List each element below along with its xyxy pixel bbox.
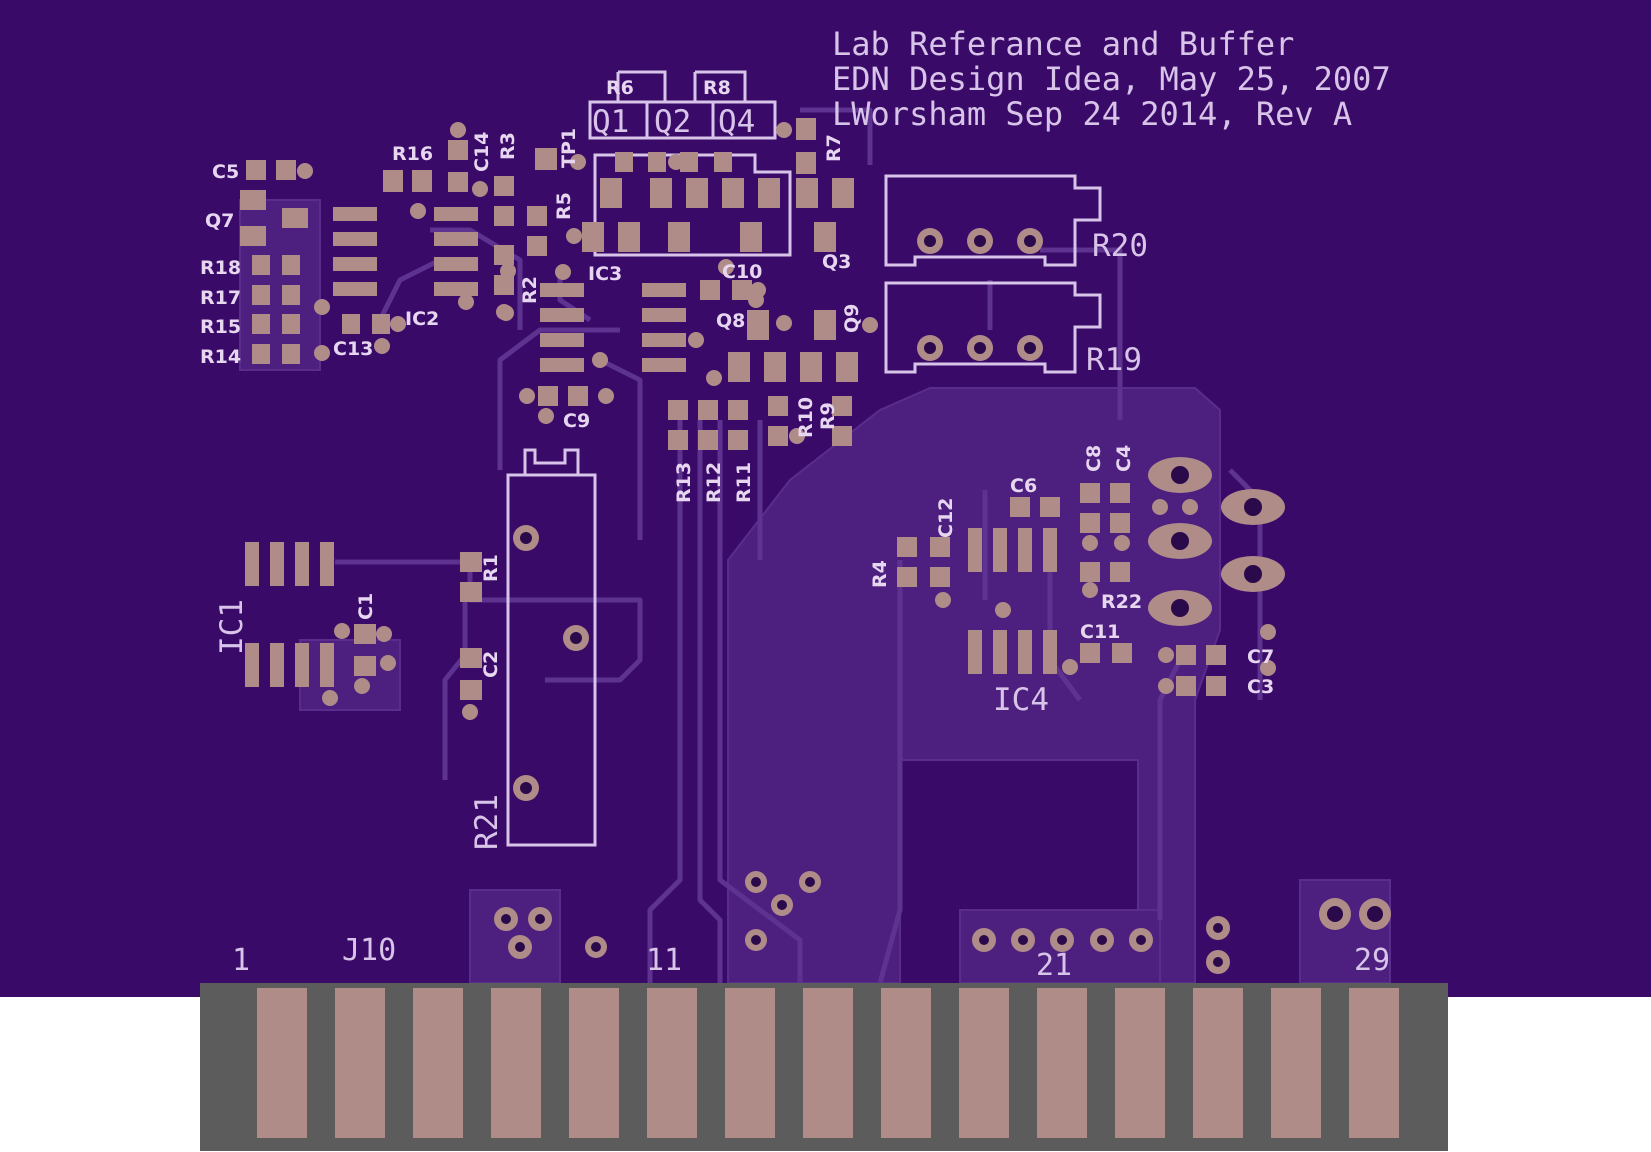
label-c8: C8 <box>1083 445 1105 472</box>
label-r5: R5 <box>553 192 575 220</box>
label-r12: R12 <box>703 462 725 503</box>
label-r3: R3 <box>497 132 519 160</box>
label-c12: C12 <box>935 498 957 538</box>
label-r4: R4 <box>869 560 891 588</box>
label-r13: R13 <box>673 462 695 503</box>
label-r15: R15 <box>200 316 241 338</box>
label-r19: R19 <box>1086 342 1142 378</box>
large-labels: Q1 Q2 Q4 R20 R19 IC4 IC1 R21 <box>214 104 1148 850</box>
label-c14: C14 <box>471 132 493 172</box>
label-c2: C2 <box>480 651 502 678</box>
title-line-2: EDN Design Idea, May 25, 2007 <box>832 60 1391 98</box>
label-c3: C3 <box>1247 676 1274 698</box>
title-line-1: Lab Referance and Buffer <box>832 25 1294 63</box>
reference-designators: C5 Q7 R18 R17 R15 R14 C13 IC2 R16 R6 R8 … <box>200 77 1274 698</box>
label-c10: C10 <box>722 261 762 283</box>
label-r9: R9 <box>817 402 839 430</box>
smd-pads <box>240 118 1226 700</box>
label-r10: R10 <box>795 397 817 438</box>
label-c11: C11 <box>1080 621 1120 643</box>
vias <box>297 122 1276 720</box>
label-ic2: IC2 <box>405 308 439 330</box>
label-r21: R21 <box>469 794 505 850</box>
label-q2: Q2 <box>654 104 691 140</box>
edge-connector-j10 <box>200 983 1448 1151</box>
label-r6: R6 <box>606 77 634 99</box>
label-q4: Q4 <box>718 104 755 140</box>
title-line-3: LWorsham Sep 24 2014, Rev A <box>832 95 1352 133</box>
label-tp1: TP1 <box>558 128 580 168</box>
label-r2: R2 <box>519 276 541 304</box>
label-q8: Q8 <box>716 310 745 332</box>
label-r11: R11 <box>733 462 755 503</box>
label-r17: R17 <box>200 287 241 309</box>
label-q1: Q1 <box>592 104 629 140</box>
pin-label-11: 11 <box>646 943 682 978</box>
label-q7: Q7 <box>205 210 234 232</box>
label-r1: R1 <box>480 554 502 582</box>
pin-label-21: 21 <box>1036 948 1072 983</box>
label-r16: R16 <box>392 143 433 165</box>
potentiometer-outlines <box>506 70 1102 847</box>
reference-designators-vertical: C14 R3 TP1 R5 R2 R7 Q9 R13 R12 R11 R10 R… <box>355 128 1135 678</box>
label-c13: C13 <box>333 338 373 360</box>
label-c1: C1 <box>355 593 377 620</box>
pin-label-1: 1 <box>232 943 250 978</box>
label-r20: R20 <box>1092 228 1148 264</box>
label-c5: C5 <box>212 161 239 183</box>
label-c4: C4 <box>1113 445 1135 472</box>
board-title-block: Lab Referance and Buffer EDN Design Idea… <box>832 25 1391 133</box>
connector-labels: 1 J10 11 21 29 <box>232 933 1390 983</box>
label-ic3: IC3 <box>588 263 622 285</box>
label-q3: Q3 <box>822 251 851 273</box>
label-c7: C7 <box>1247 646 1274 668</box>
label-r14: R14 <box>200 346 241 368</box>
connector-name-j10: J10 <box>342 933 396 968</box>
label-ic4: IC4 <box>993 682 1049 718</box>
connector-fingers <box>257 988 1399 1138</box>
label-r18: R18 <box>200 257 241 279</box>
label-ic1: IC1 <box>214 599 250 655</box>
label-q9: Q9 <box>841 304 863 333</box>
label-c9: C9 <box>563 410 590 432</box>
drill-holes <box>501 235 1383 967</box>
label-c6: C6 <box>1010 475 1037 497</box>
label-r7: R7 <box>823 134 845 162</box>
label-r8: R8 <box>703 77 731 99</box>
pin-label-29: 29 <box>1354 943 1390 978</box>
label-r22: R22 <box>1101 591 1142 613</box>
